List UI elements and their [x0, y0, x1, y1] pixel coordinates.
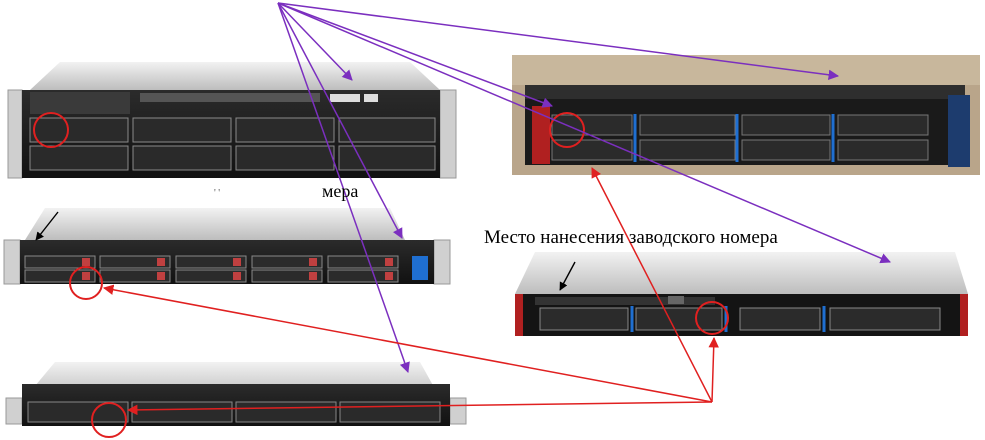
- red-arrow: [591, 167, 713, 403]
- purple-arrow: [277, 2, 353, 81]
- drive-bays: [539, 307, 941, 331]
- red-arrows: [102, 167, 719, 416]
- purple-arrow: [277, 2, 410, 373]
- stray-marks: ' ': [214, 188, 221, 199]
- marker-circle: [69, 266, 103, 300]
- partial-label: мера: [322, 181, 359, 201]
- red-arrow: [708, 336, 719, 403]
- purple-arrow: [277, 2, 403, 239]
- server-1u-bottom-right: [515, 252, 968, 336]
- purple-arrows: [277, 2, 891, 373]
- callout-arrow: [559, 261, 576, 291]
- marker-circle: [549, 112, 585, 148]
- server-1u-middle-left: [3, 208, 451, 285]
- server-2u-top-left: [7, 62, 457, 179]
- red-arrow: [102, 284, 713, 403]
- marker-circle: [91, 402, 127, 438]
- serial-number-location-label: Место нанесения заводского номера: [484, 227, 778, 248]
- server-1u-bottom-left: [5, 362, 467, 426]
- purple-arrow: [277, 2, 553, 108]
- callout-arrows: [35, 211, 576, 291]
- purple-arrow: [277, 2, 891, 264]
- drive-bays: [24, 255, 399, 283]
- purple-arrow: [277, 2, 840, 80]
- serial-number-markers: [33, 112, 729, 438]
- server-2u-top-right: [512, 55, 980, 175]
- callout-arrow: [35, 211, 59, 241]
- marker-circle: [695, 301, 729, 335]
- marker-circle: [33, 112, 69, 148]
- red-arrow: [126, 401, 713, 416]
- drive-bays: [29, 117, 436, 171]
- drive-bays: [551, 114, 929, 161]
